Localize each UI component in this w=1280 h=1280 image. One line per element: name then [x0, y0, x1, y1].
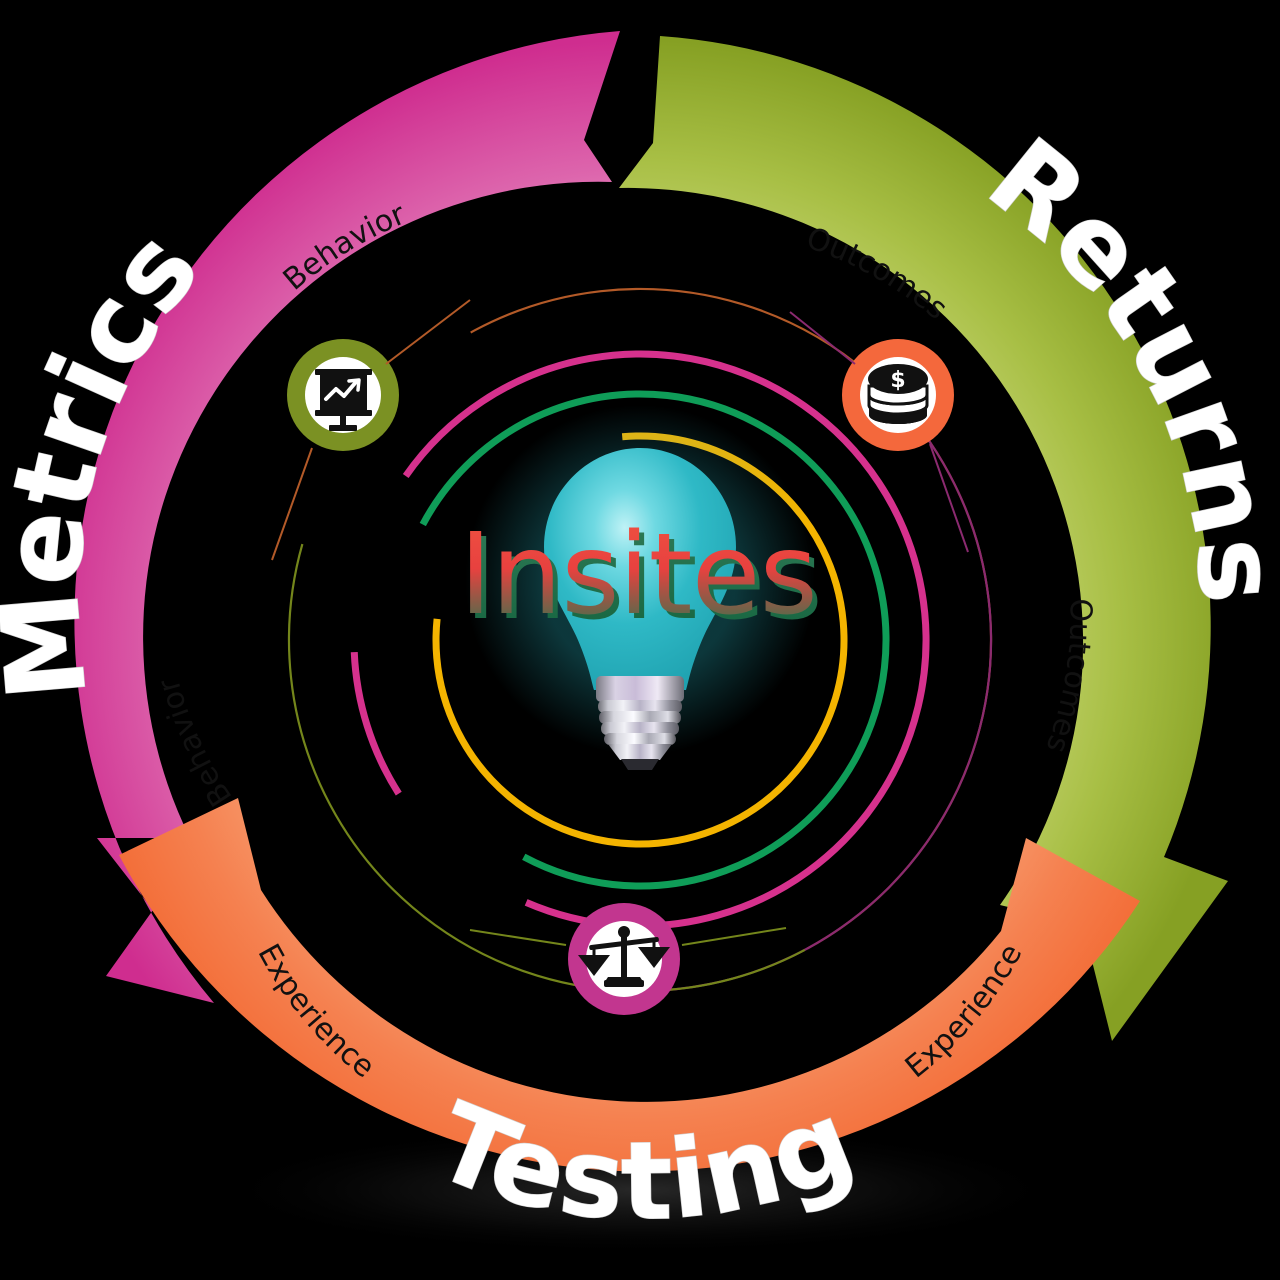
balance-scales-icon [578, 926, 670, 987]
coins-dollar-icon: $ [867, 364, 929, 424]
returns-icon-connector-bottom [929, 443, 969, 553]
metrics-icon-connector-top [385, 299, 471, 365]
svg-text:$: $ [890, 368, 905, 393]
bulb-glass [544, 448, 736, 690]
returns-icon-connector-top [789, 311, 856, 365]
center-word-shadow: Insites [464, 515, 822, 645]
lightbulb [465, 405, 815, 770]
segment-metrics[interactable] [74, 31, 621, 1003]
presentation-chart-icon [315, 369, 372, 431]
segment-testing[interactable] [119, 798, 1140, 1172]
metrics-arrow-shape [74, 31, 621, 1003]
center-word: Insites [459, 510, 817, 640]
ring-thin-olive [287, 287, 993, 993]
bulb-screw-base [598, 700, 682, 770]
returns-arrow-shape [619, 36, 1228, 1041]
arc-green [390, 390, 890, 890]
icon-node-testing[interactable] [469, 903, 787, 1015]
bulb-collar [596, 676, 684, 702]
arc-magenta [350, 350, 930, 930]
floor-shadow [210, 1125, 1070, 1255]
testing-icon-connector-left [469, 929, 567, 946]
segment-returns[interactable] [619, 36, 1228, 1041]
testing-icon-connector-right [681, 927, 787, 946]
testing-arrow-shape [119, 798, 1140, 1172]
metrics-icon-connector-bottom [271, 447, 313, 561]
icon-node-metrics[interactable] [271, 299, 471, 561]
icon-node-returns[interactable]: $ [789, 311, 969, 553]
